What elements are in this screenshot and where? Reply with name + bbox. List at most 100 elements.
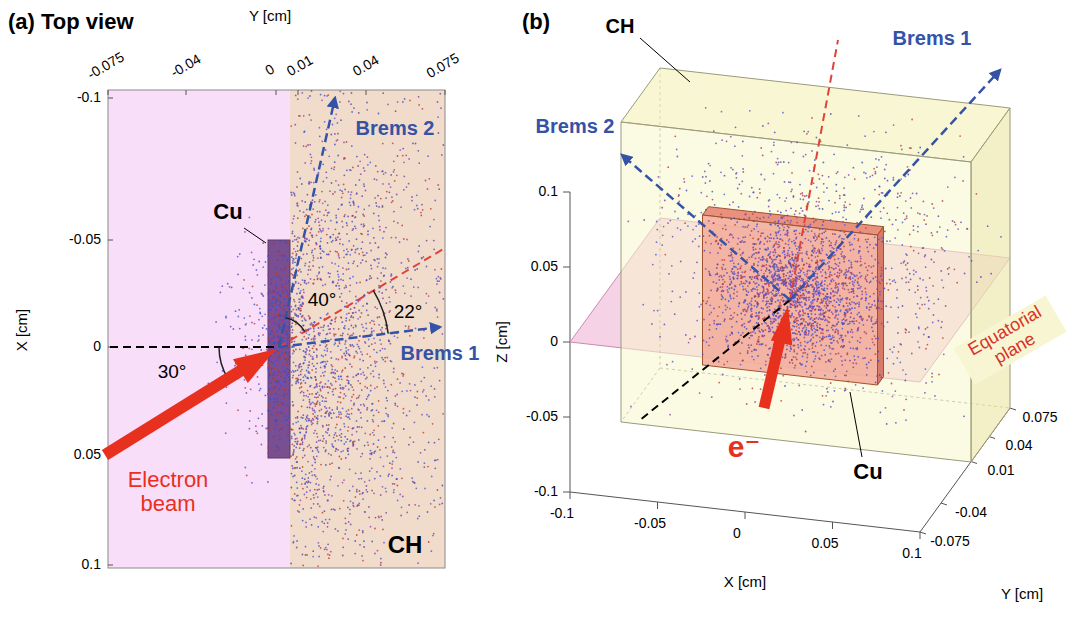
particle-dot xyxy=(284,308,286,310)
particle-dot xyxy=(331,384,333,386)
particle-dot xyxy=(317,278,319,280)
particle-dot xyxy=(301,339,303,341)
particle-dot xyxy=(331,357,333,359)
particle-dot xyxy=(295,251,297,253)
particle-dot xyxy=(268,331,270,333)
particle-dot xyxy=(346,352,348,354)
particle-dot xyxy=(332,124,334,126)
particle-dot xyxy=(306,332,308,334)
particle-dot xyxy=(391,237,393,239)
particle-dot xyxy=(271,387,273,389)
particle-dot xyxy=(341,321,343,323)
particle-dot xyxy=(294,261,296,263)
particle-dot xyxy=(279,358,281,360)
particle-dot xyxy=(373,213,375,215)
particle-dot xyxy=(308,315,310,317)
particle-dot xyxy=(388,311,390,313)
particle-dot xyxy=(320,248,322,250)
particle-dot xyxy=(366,409,368,411)
particle-dot xyxy=(353,346,355,348)
particle-dot xyxy=(311,369,313,371)
particle-dot xyxy=(317,392,319,394)
particle-dot xyxy=(289,356,291,358)
particle-dot xyxy=(311,393,313,395)
particle-dot xyxy=(276,294,278,296)
particle-dot xyxy=(270,380,272,382)
particle-dot xyxy=(269,444,271,446)
particle-dot xyxy=(308,181,310,183)
particle-dot xyxy=(373,338,375,340)
particle-dot xyxy=(309,490,311,492)
particle-dot xyxy=(293,248,295,250)
particle-dot xyxy=(325,464,327,466)
particle-dot xyxy=(383,380,385,382)
particle-dot xyxy=(304,494,306,496)
particle-dot xyxy=(337,485,339,487)
particle-dot xyxy=(356,344,358,346)
particle-dot xyxy=(326,432,328,434)
particle-dot xyxy=(272,315,274,317)
particle-dot xyxy=(403,238,405,240)
particle-dot xyxy=(305,146,307,148)
particle-dot xyxy=(277,447,279,449)
particle-dot xyxy=(374,478,376,480)
particle-dot xyxy=(351,396,353,398)
particle-dot xyxy=(317,396,319,398)
particle-dot xyxy=(325,149,327,151)
particle-dot xyxy=(335,333,337,335)
particle-dot xyxy=(273,262,275,264)
particle-dot xyxy=(283,429,285,431)
particle-dot xyxy=(274,407,276,409)
particle-dot xyxy=(320,375,322,377)
particle-dot xyxy=(305,382,307,384)
particle-dot xyxy=(349,490,351,492)
particle-dot xyxy=(295,314,297,316)
particle-dot xyxy=(269,266,271,268)
particle-dot xyxy=(376,352,378,354)
particle-dot xyxy=(325,407,327,409)
particle-dot xyxy=(279,300,281,302)
particle-dot xyxy=(330,476,332,478)
particle-dot xyxy=(292,267,294,269)
particle-dot xyxy=(347,333,349,335)
particle-dot xyxy=(396,478,398,480)
particle-dot xyxy=(338,257,340,259)
particle-dot xyxy=(280,268,282,270)
particle-dot xyxy=(329,479,331,481)
particle-dot xyxy=(324,416,326,418)
particle-dot xyxy=(320,241,322,243)
particle-dot xyxy=(382,529,384,531)
particle-dot xyxy=(273,384,275,386)
particle-dot xyxy=(371,343,373,345)
particle-dot xyxy=(282,337,284,339)
particle-dot xyxy=(344,426,346,428)
particle-dot xyxy=(284,277,286,279)
particle-dot xyxy=(270,358,272,360)
particle-dot xyxy=(270,332,272,334)
particle-dot xyxy=(331,167,333,169)
particle-dot xyxy=(280,279,282,281)
particle-dot xyxy=(342,482,344,484)
particle-dot xyxy=(406,277,408,279)
particle-dot xyxy=(358,397,360,399)
particle-dot xyxy=(418,251,420,253)
particle-dot xyxy=(288,376,290,378)
particle-dot xyxy=(338,285,340,287)
particle-dot xyxy=(274,428,276,430)
particle-dot xyxy=(351,413,353,415)
particle-dot xyxy=(324,406,326,408)
particle-dot xyxy=(307,415,309,417)
particle-dot xyxy=(303,448,305,450)
particle-dot xyxy=(299,363,301,365)
particle-dot xyxy=(316,423,318,425)
particle-dot xyxy=(326,215,328,217)
particle-dot xyxy=(340,440,342,442)
particle-dot xyxy=(353,202,355,204)
particle-dot xyxy=(313,328,315,330)
particle-dot xyxy=(327,333,329,335)
particle-dot xyxy=(276,411,278,413)
particle-dot xyxy=(269,292,271,294)
particle-dot xyxy=(378,377,380,379)
particle-dot xyxy=(307,273,309,275)
particle-dot xyxy=(376,361,378,363)
